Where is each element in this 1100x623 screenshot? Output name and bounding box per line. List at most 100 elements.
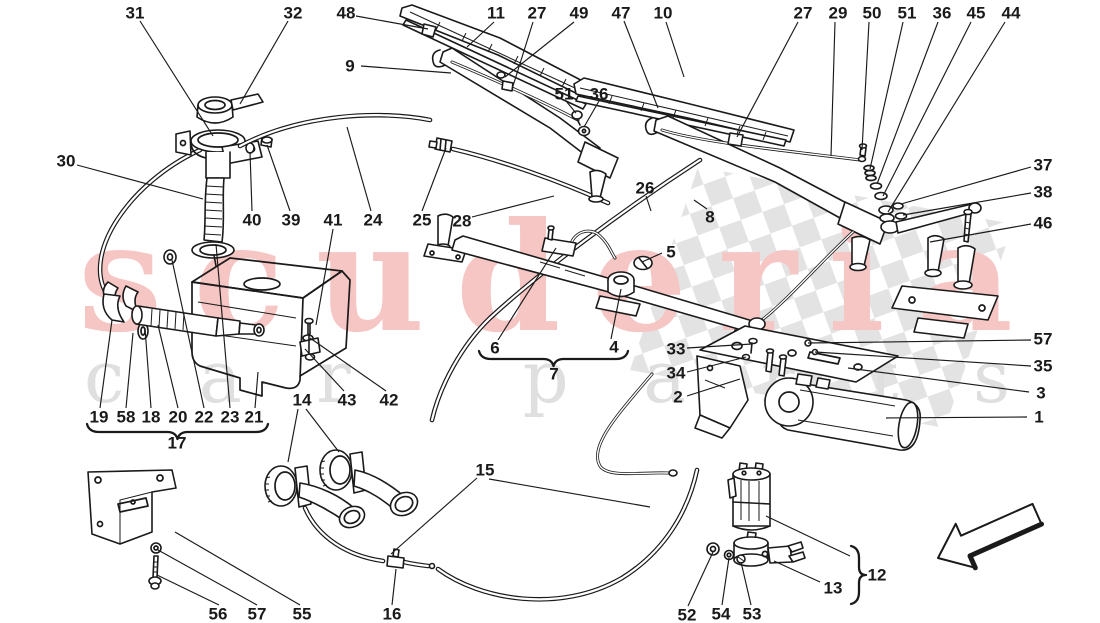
leader-line [390,477,478,555]
leader-line [736,21,799,138]
leader-lines-layer [76,15,1032,607]
part-number-label: 53 [743,605,762,623]
leader-line [686,356,747,373]
part-number-label: 10 [654,4,673,23]
part-number-label: 56 [209,605,228,623]
part-number-label: 13 [824,579,843,598]
leader-line [693,199,708,210]
part-number-label: 24 [364,211,383,230]
leader-line [144,327,152,409]
leader-line [497,247,557,341]
part-number-label: 30 [57,152,76,171]
part-number-label: 15 [476,461,495,480]
part-number-label: 4 [609,338,619,357]
leader-line [583,100,600,128]
leader-line [885,416,1028,419]
leader-line [157,324,179,409]
group-brace [85,422,270,441]
leader-line [686,378,741,397]
part-number-label: 40 [243,211,262,230]
leader-line [807,339,1032,344]
part-number-label: 23 [221,408,240,427]
grouping-braces-layer: 17 7 12 [85,349,887,606]
leader-line [504,21,575,78]
part-number-label: 54 [712,605,731,623]
part-number-label: 46 [1034,214,1053,233]
part-number-label: 5 [666,243,675,262]
part-number-label: 36 [590,85,609,104]
part-number-label: 34 [667,364,686,383]
horn-bracket [87,469,177,590]
washer-tubing-top [237,112,703,423]
part-number-label: 32 [284,4,303,23]
leader-line [814,351,1032,367]
part-number-label: 31 [126,4,145,23]
leader-line [215,243,231,409]
part-number-label: 50 [863,4,882,23]
part-number-label: 51 [555,85,574,104]
leader-line [315,228,334,326]
part-number-label: 49 [570,4,589,23]
leader-line [847,367,1030,393]
leader-line [99,319,113,409]
wiper-arm-left [431,47,619,203]
washer-hose-left-loop [97,147,203,299]
leader-line [645,195,652,212]
air-horns [264,449,419,529]
part-number-label: 22 [195,408,214,427]
part-number-label: 43 [338,391,357,410]
part-number-label: 33 [667,340,686,359]
part-number-label: 48 [337,4,356,23]
part-number-label: 11 [487,4,505,23]
leader-line [773,560,821,583]
part-number-label: 55 [293,605,312,623]
leader-line [156,574,220,606]
part-number-label: 27 [528,4,547,23]
leader-line [346,126,372,212]
group-brace [477,349,630,368]
leader-line [139,20,214,137]
leader-line [565,100,577,114]
part-number-label: 51 [898,4,917,23]
leader-line [309,337,387,392]
leader-line [360,65,452,74]
leader-line [174,531,301,606]
part-number-label: 9 [345,57,354,76]
leader-line [869,21,904,170]
part-number-label: 8 [705,208,714,227]
leader-line [266,144,291,212]
leader-line [157,549,258,606]
part-number-label: 36 [933,4,952,23]
wiper-blade-left [399,4,597,110]
reservoir-cap-assembly [175,93,273,179]
leader-line [687,551,714,607]
part-number-label: 17 [168,434,187,453]
part-number-label: 57 [1034,330,1053,349]
leader-line [355,15,429,30]
part-number-label: 19 [90,408,109,427]
leader-line [471,195,555,218]
leader-line [876,21,939,185]
leader-line [641,252,663,263]
leader-line [665,21,685,78]
part-number-label: 28 [453,212,472,231]
part-number-label: 41 [324,211,343,230]
leader-line [830,21,836,157]
part-number-label: 7 [549,365,558,384]
part-number-label: 12 [868,566,887,585]
leader-line [125,332,134,409]
leader-line [249,151,253,212]
part-number-label: 45 [967,4,986,23]
part-number-label: 25 [413,211,432,230]
leader-line [171,259,205,409]
part-number-label: 14 [293,391,312,410]
part-number-label: 35 [1034,357,1053,376]
part-number-label: 21 [245,408,264,427]
horn-air-tubing [302,505,436,570]
leader-line [686,343,753,349]
part-number-label: 29 [829,4,848,23]
leader-line [902,192,1032,216]
wiper-motor [764,348,922,451]
